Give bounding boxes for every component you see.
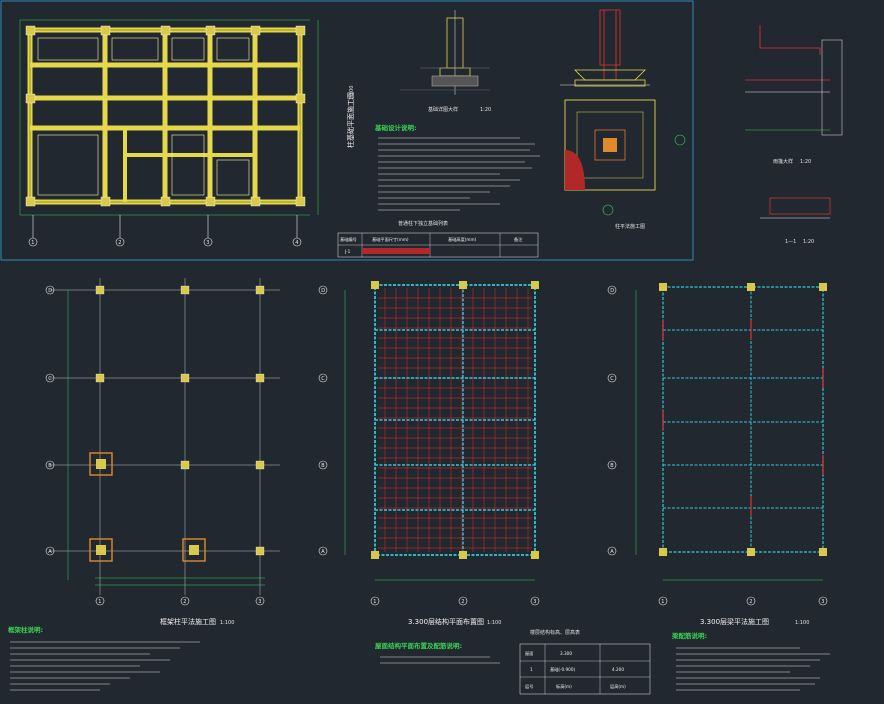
story-cell: 层高(m) [610, 683, 626, 690]
axis-label: B [321, 463, 325, 469]
axis-label: 3 [533, 599, 536, 605]
story-cell: 3.300 [560, 651, 572, 656]
canopy-detail: 雨篷大样 1:20 1—1 1:20 [745, 25, 843, 245]
axis-label: 2 [749, 599, 752, 605]
beam-plan-title: 3.300层梁平法施工图 [700, 617, 769, 626]
column-section-title: 柱平法施工图 [615, 223, 645, 230]
axis-label: 4 [295, 240, 298, 246]
base-detail-scale: 1:20 [480, 107, 491, 113]
table-col-header: 备注 [514, 236, 523, 243]
foundation-plan-title: 柱基础平面施工图 [346, 92, 355, 148]
foundation-table: 基础编号 基础平面尺寸(mm) 基础高度(mm) 备注 J-1 [337, 232, 539, 258]
beam-plan-scale: 1:100 [795, 620, 809, 626]
axis-label: A [321, 549, 325, 555]
slab-plan-title: 3.300层结构平面布置图 [408, 617, 484, 626]
axis-label: C [610, 376, 614, 382]
top-panel-border [0, 0, 694, 261]
foundation-notes-heading: 基础设计说明: [374, 123, 417, 132]
axis-label: 3 [821, 599, 824, 605]
axis-label: 1 [31, 240, 34, 246]
axis-label: A [48, 549, 52, 555]
story-cell: 层号 [525, 684, 533, 690]
base-detail: 基础详图大样 1:20 [400, 10, 491, 113]
axis-label: 3 [258, 599, 261, 605]
table-col-header: 基础高度(mm) [448, 236, 477, 243]
beam-plan: D C B A 1 2 3 3.300层梁平法施工图 1:100 梁配筋说明: [607, 283, 830, 691]
foundation-plan-scale: 1:100 [349, 86, 355, 100]
axis-label: 2 [461, 599, 464, 605]
story-table: 楼层结构标高、层高表 屋面 3.300 1 基础(-0.900) 4.200 层… [519, 629, 651, 695]
section-scale: 1:20 [803, 239, 814, 245]
story-cell: 4.200 [612, 667, 624, 672]
axis-label: 2 [183, 599, 186, 605]
column-plan: D C B A 1 2 3 框架柱平法施工图 1:100 框架柱说明: [8, 278, 280, 691]
canopy-detail-title: 雨篷大样 [773, 158, 793, 165]
story-table-title: 楼层结构标高、层高表 [530, 629, 580, 636]
column-footing-detail: 柱平法施工图 [560, 9, 686, 230]
table-cell: J-1 [344, 249, 351, 254]
table-col-header: 基础编号 [340, 236, 357, 243]
column-notes-heading: 框架柱说明: [8, 625, 43, 634]
axis-label: 1 [661, 599, 664, 605]
axis-label: 1 [373, 599, 376, 605]
story-cell: 1 [530, 667, 533, 672]
canopy-detail-scale: 1:20 [800, 159, 811, 165]
foundation-plan: 1 2 3 4 柱基础平面施工图 1:100 [19, 19, 355, 247]
base-detail-title: 基础详图大样 [428, 106, 458, 113]
axis-label: C [321, 376, 325, 382]
axis-label: C [48, 376, 52, 382]
axis-label: 3 [206, 240, 209, 246]
story-cell: 屋面 [525, 651, 533, 657]
axis-label: D [610, 288, 614, 294]
axis-label: B [48, 463, 52, 469]
slab-notes-heading: 屋面结构平面布置及配筋说明: [375, 641, 462, 650]
axis-label: D [321, 288, 325, 294]
axis-label: 2 [118, 240, 121, 246]
axis-label: 1 [98, 599, 101, 605]
slab-plan-scale: 1:100 [487, 620, 501, 626]
section-title: 1—1 [785, 239, 796, 245]
axis-label: D [48, 288, 52, 294]
axis-label: B [610, 463, 614, 469]
column-plan-title: 框架柱平法施工图 [160, 617, 216, 626]
column-plan-scale: 1:100 [220, 620, 234, 626]
foundation-notes: 基础设计说明: 普通柱下独立基础列表 [374, 123, 540, 227]
beam-notes-heading: 梁配筋说明: [671, 631, 707, 640]
story-cell: 标高(m) [556, 683, 572, 690]
table-col-header: 基础平面尺寸(mm) [372, 236, 409, 243]
story-cell: 基础(-0.900) [550, 666, 576, 673]
axis-label: A [610, 549, 614, 555]
slab-plan: D C B A 1 2 3 3.300层结构平面布置图 1:100 屋面结构平面… [318, 281, 540, 664]
foundation-table-title: 普通柱下独立基础列表 [398, 220, 448, 227]
